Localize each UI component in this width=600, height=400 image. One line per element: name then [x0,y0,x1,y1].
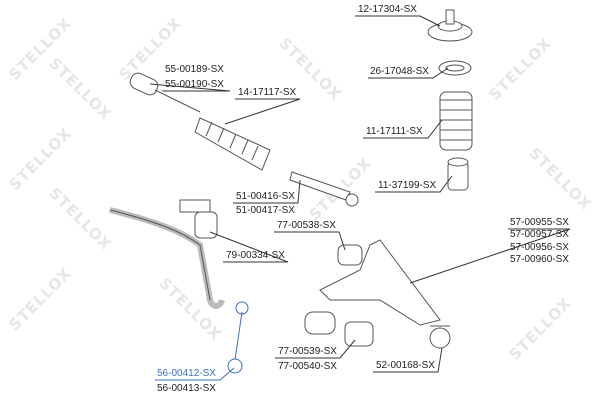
rear-arm-bushing-icon [344,321,374,347]
part-label[interactable]: 51-00416-SX [236,191,295,202]
inner-tie-rod-icon [129,72,201,113]
part-label[interactable]: 55-00190-SX [165,79,224,90]
part-label[interactable]: 11-17111-SX [366,126,423,137]
part-label[interactable]: 77-00538-SX [277,220,336,231]
part-label[interactable]: 77-00540-SX [278,361,337,372]
part-label[interactable]: 52-00168-SX [376,360,435,371]
front-arm-bushing-icon [337,244,363,266]
part-label[interactable]: 51-00417-SX [236,205,295,216]
part-label[interactable]: 77-00539-SX [278,346,337,357]
part-label[interactable]: 12-17304-SX [358,4,417,15]
part-label[interactable]: 57-00955-SX [510,217,569,228]
part-label[interactable]: 11-37199-SX [378,180,437,191]
control-arm-icon [319,239,441,326]
part-label[interactable]: 57-00960-SX [510,254,569,265]
stabilizer-link-icon [227,301,249,374]
strut-mount-icon [427,9,473,42]
ball-joint-icon [429,325,451,349]
part-label[interactable]: 26-17048-SX [370,66,429,77]
stabilizer-bushing-icon [179,199,218,239]
rear-bushing-clamp-icon [304,311,336,335]
bearing-icon [438,60,472,76]
part-label[interactable]: 56-00413-SX [157,383,216,394]
steering-boot-icon [194,117,271,171]
stabilizer-bar-icon [109,207,225,309]
strut-boot-icon [439,91,473,151]
part-label[interactable]: 55-00189-SX [165,64,224,75]
bump-stop-icon [447,157,469,191]
leader-lines [149,15,571,381]
part-label[interactable]: 79-00334-SX [226,250,285,261]
tie-rod-end-icon [289,171,359,207]
part-label[interactable]: 57-00956-SX [510,242,569,253]
part-label-highlighted[interactable]: 56-00412-SX [157,368,216,379]
part-label[interactable]: 14-17117-SX [238,87,297,98]
part-label[interactable]: 57-00957-SX [510,229,569,240]
